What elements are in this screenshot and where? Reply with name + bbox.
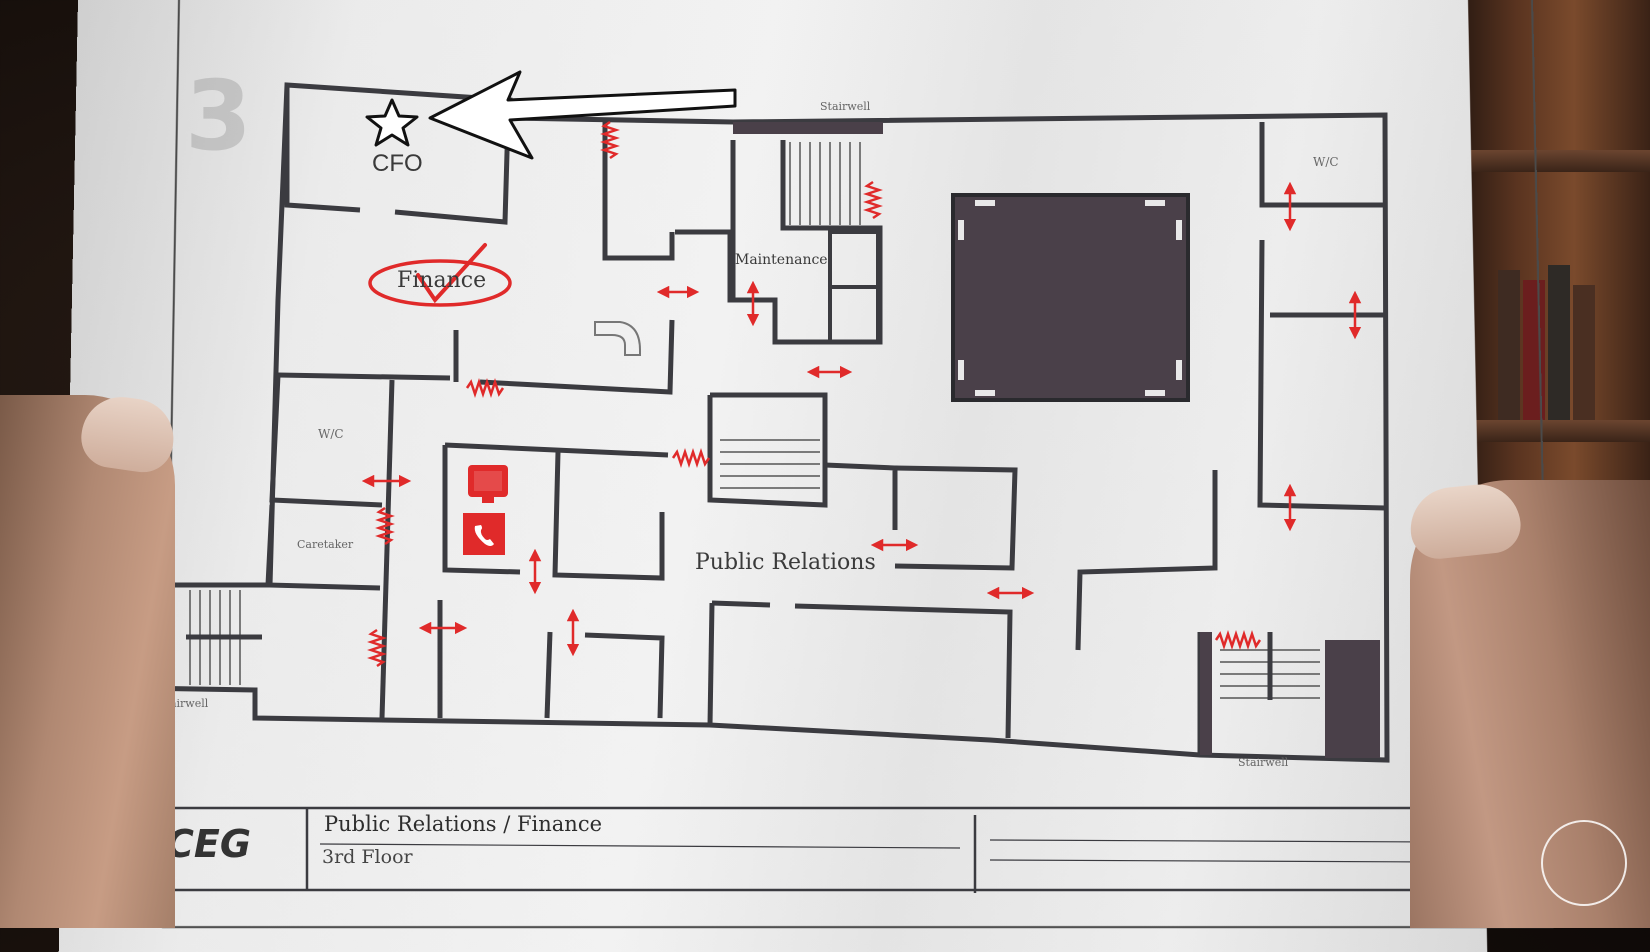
finance-circle [368, 259, 512, 307]
book [1523, 280, 1545, 420]
room-label-cfo: CFO [372, 150, 423, 177]
left-hand [0, 395, 175, 928]
room-label-wc-right: W/C [1313, 155, 1339, 169]
checkmark-icon [416, 243, 487, 304]
room-label-finance: Finance [397, 268, 487, 293]
curved-marker [594, 321, 641, 356]
book [1573, 285, 1595, 420]
stairwell-right-block-2 [1325, 640, 1380, 758]
void-corners [958, 200, 1182, 396]
floor-plan [88, 70, 1442, 893]
shelf [1460, 150, 1650, 172]
map-subtitle: 3rd Floor [322, 846, 413, 868]
barriers [367, 120, 1262, 668]
room-label-wc-left: W/C [318, 427, 344, 441]
map-title: Public Relations / Finance [324, 812, 603, 836]
room-label-stairwell-top: Stairwell [820, 100, 871, 113]
room-label-maintenance: Maintenance [735, 252, 828, 268]
door-arrows [361, 181, 1362, 657]
title-block [88, 806, 1442, 893]
building-walls [135, 82, 1390, 763]
book [1548, 265, 1570, 420]
book [1498, 270, 1520, 420]
star-icon [365, 98, 419, 147]
stairwell-right-block [1200, 632, 1212, 755]
phone-icon [463, 513, 505, 555]
stairwell-top-block [733, 122, 883, 134]
room-label-caretaker: Caretaker [297, 538, 354, 551]
shelf [1460, 420, 1650, 442]
arrow-pointer-icon [428, 70, 737, 160]
central-void [951, 193, 1190, 402]
ceg-logo-text: CEG [166, 822, 252, 866]
room-label-stairwell-bottom-right: Stairwell [1238, 756, 1289, 769]
floor-number: 3 [185, 60, 252, 172]
watermark-circle [1541, 820, 1627, 906]
computer-icon [468, 465, 508, 503]
room-label-public-relations: Public Relations [695, 550, 876, 575]
